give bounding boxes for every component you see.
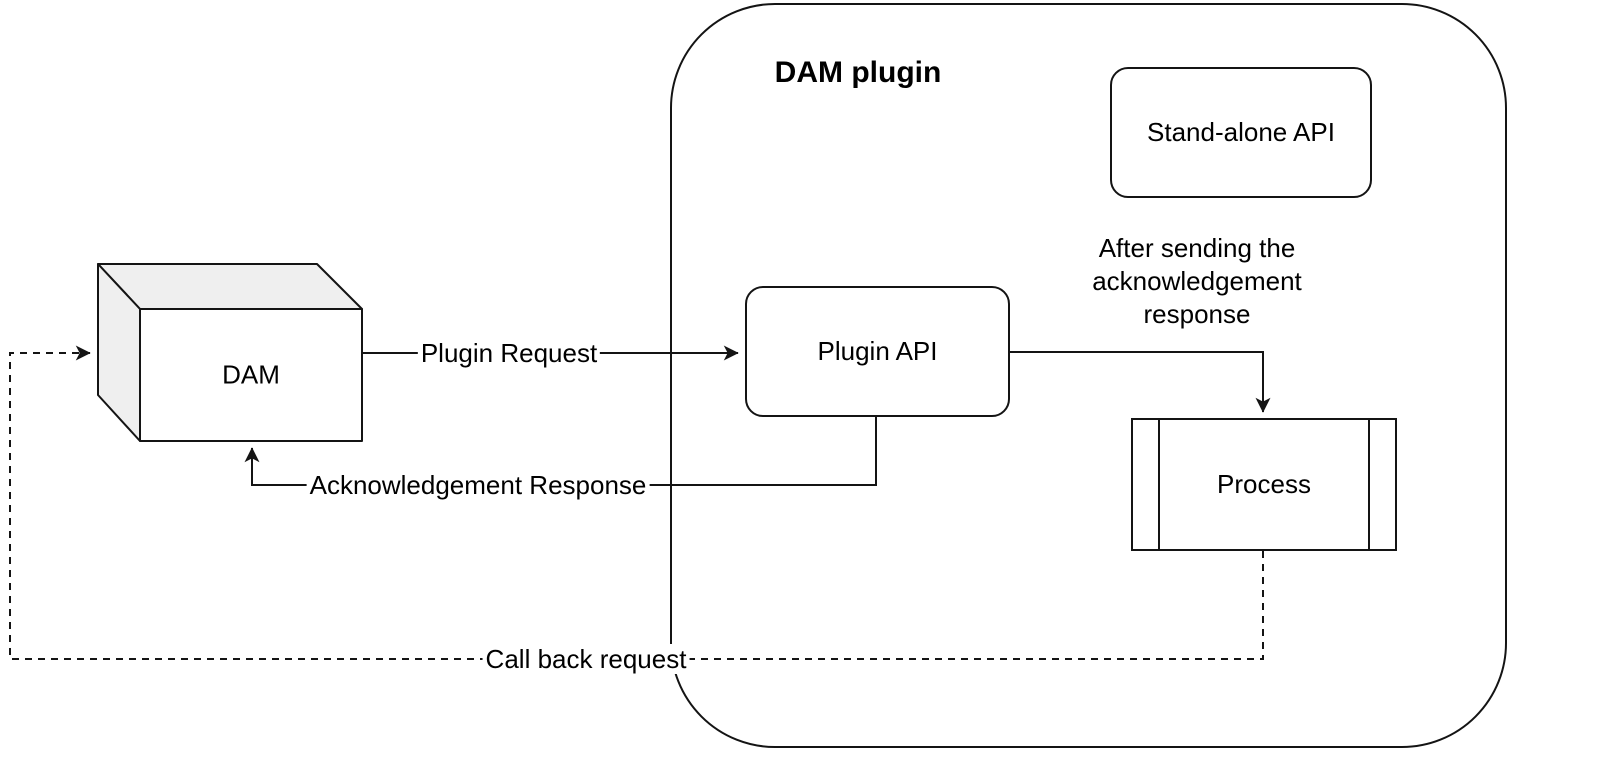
call-back-request-arrow <box>9 345 1264 660</box>
plugin-api-node: Plugin API <box>745 286 1010 417</box>
after-ack-annotation-line: acknowledgement <box>1092 266 1302 296</box>
process-inner-bar-right <box>1368 420 1370 549</box>
dam-node-label: DAM <box>222 359 280 390</box>
edge-label-acknowledgement-response: Acknowledgement Response <box>306 470 650 500</box>
dam-cube-shape <box>97 263 363 442</box>
after-ack-annotation-line: After sending the <box>1098 233 1296 263</box>
edge-label-call-back-request: Call back request <box>482 644 690 674</box>
standalone-api-node: Stand-alone API <box>1110 67 1372 198</box>
dam-plugin-container <box>670 3 1507 748</box>
dam-plugin-title: DAM plugin <box>774 56 942 89</box>
process-node: Process <box>1131 418 1397 551</box>
after-ack-arrow <box>1010 351 1271 413</box>
after-ack-annotation-line: response <box>1143 299 1251 329</box>
edge-label-plugin-request: Plugin Request <box>417 338 601 368</box>
plugin-api-label: Plugin API <box>817 336 938 366</box>
after-ack-annotation: After sending the acknowledgement respon… <box>1092 232 1302 331</box>
process-inner-bar-left <box>1158 420 1160 549</box>
standalone-api-label: Stand-alone API <box>1147 117 1335 147</box>
process-label: Process <box>1217 469 1311 499</box>
